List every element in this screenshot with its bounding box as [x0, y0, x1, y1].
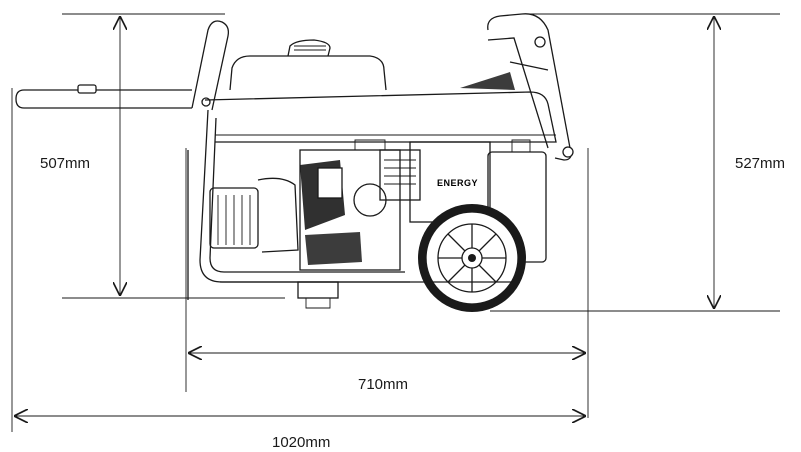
engine-block	[299, 149, 401, 271]
generator-illustration: ENERGY	[15, 13, 574, 312]
left-post	[191, 20, 230, 111]
left-handle	[15, 89, 192, 109]
dimension-label-depth-inner: 710mm	[358, 376, 409, 393]
right-handle	[487, 13, 572, 161]
wheel	[418, 204, 526, 312]
dimension-label-height-right: 527mm	[735, 155, 786, 172]
dimension-label-height-left: 507mm	[40, 155, 91, 172]
engine-foot	[297, 281, 339, 299]
dimension-lines	[11, 13, 780, 432]
fuel-cap	[287, 39, 331, 57]
top-shroud	[204, 91, 557, 143]
recoil-starter	[209, 187, 259, 249]
dimension-label-length-overall: 1020mm	[272, 434, 331, 451]
brand-label: ENERGY	[437, 178, 478, 188]
fuel-tank	[229, 55, 387, 91]
